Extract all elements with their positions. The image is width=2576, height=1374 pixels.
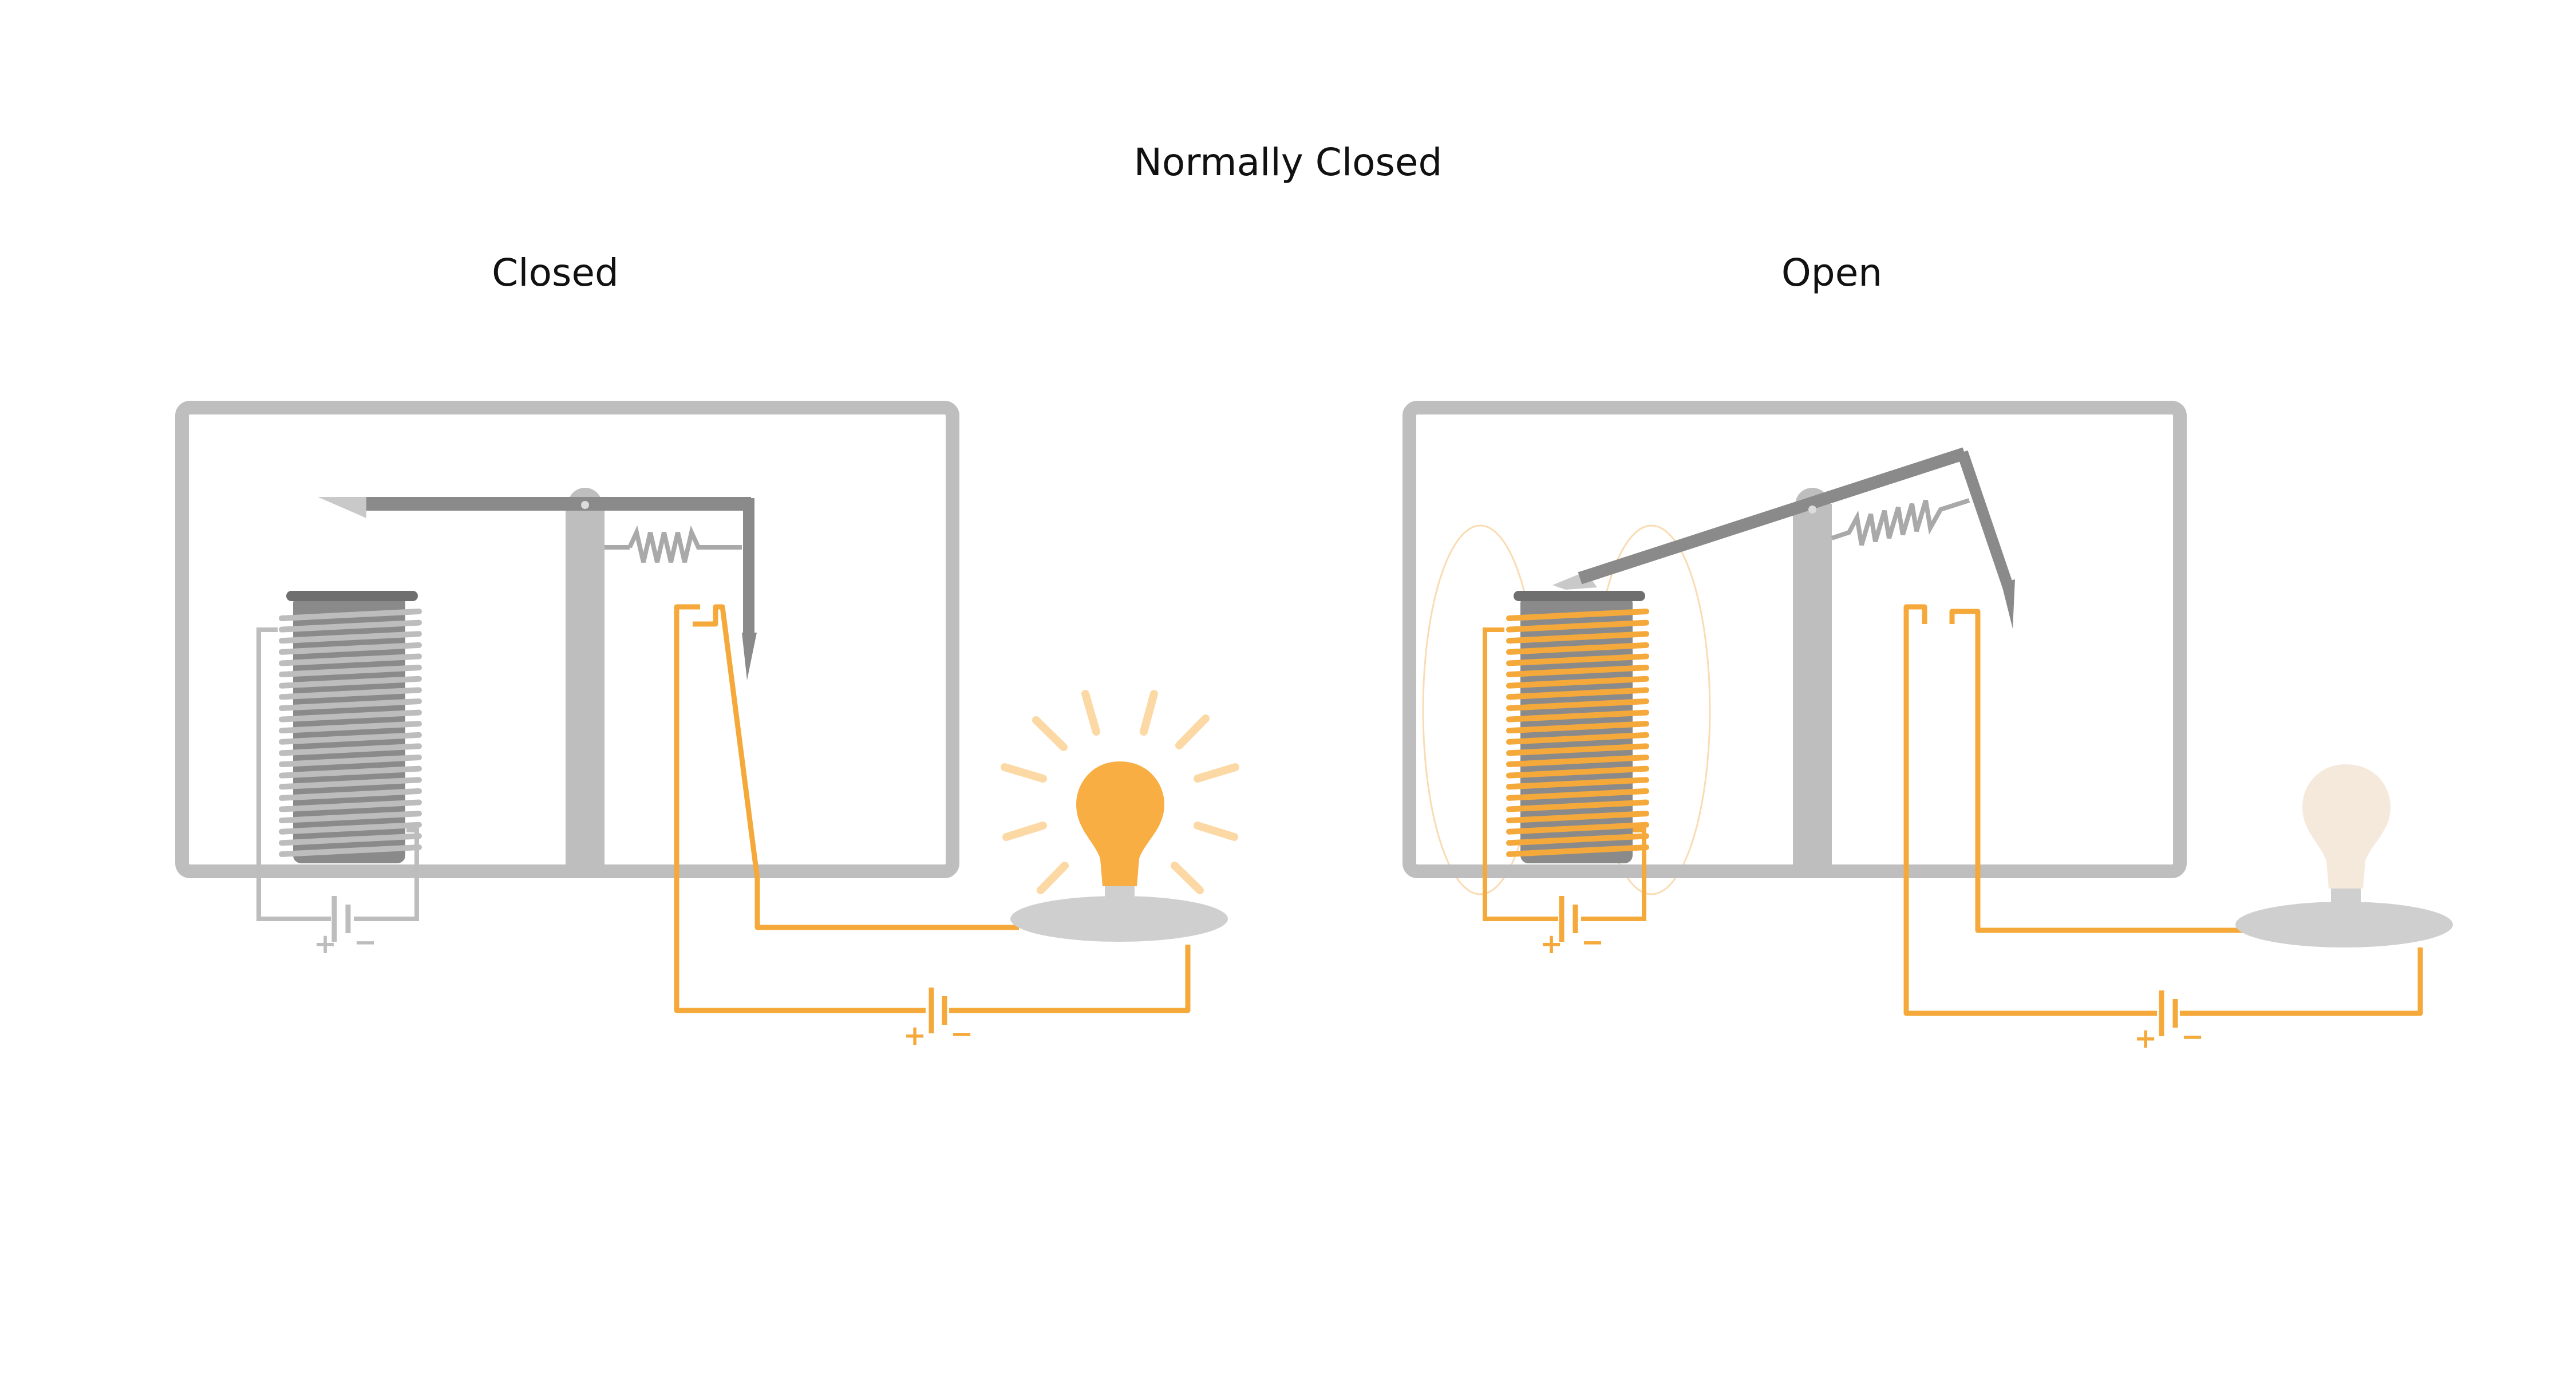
- pivot-post: [1793, 504, 1832, 870]
- armature-pivot-pin: [1808, 506, 1816, 514]
- lamp-battery: [929, 988, 947, 1033]
- lamp-socket: [1105, 885, 1135, 902]
- relay-frame: [1402, 401, 2187, 878]
- armature-arm: [1957, 450, 2014, 589]
- relay-open: + − + −: [1402, 401, 2453, 1055]
- coil-battery-plus: +: [314, 928, 337, 960]
- lamp-battery-minus: −: [950, 1018, 973, 1050]
- lamp-battery-plus: +: [2134, 1022, 2157, 1055]
- pivot-post: [566, 504, 605, 870]
- coil-battery-minus: −: [354, 926, 377, 958]
- relay-closed: + − + −: [175, 401, 1239, 1052]
- armature-lever: [1578, 447, 1967, 585]
- panel-title-open: Open: [1781, 251, 1883, 295]
- armature-pivot-pin: [581, 501, 589, 509]
- return-spring: [627, 525, 742, 563]
- lamp-circuit: [674, 604, 1191, 1013]
- coil-battery: [1559, 896, 1578, 942]
- coil-battery-minus: −: [1581, 926, 1604, 958]
- lamp-socket: [2331, 889, 2361, 905]
- lamp-glow-rays: [1001, 690, 1239, 894]
- lamp-base: [1010, 896, 1228, 942]
- lamp-circuit: [1903, 604, 2423, 1016]
- coil-circuit-wire-return: [354, 828, 419, 921]
- lamp-battery: [2159, 990, 2178, 1036]
- core-cap: [286, 591, 418, 601]
- diagram-title: Normally Closed: [1133, 140, 1443, 184]
- coil-circuit-wire: [1483, 627, 1558, 921]
- coil-windings: [279, 609, 422, 857]
- lamp-base: [2235, 902, 2453, 947]
- lamp-battery-plus: +: [903, 1020, 926, 1052]
- lamp-bulb-unlit: [2302, 764, 2391, 889]
- lamp-battery-minus: −: [2181, 1021, 2204, 1053]
- coil-battery-plus: +: [1540, 928, 1563, 960]
- lamp-bulb-lit: [1076, 761, 1164, 886]
- coil-windings: [1506, 609, 1649, 857]
- armature-tip: [318, 497, 366, 518]
- coil-circuit-wire: [256, 627, 331, 921]
- coil-circuit-wire-return: [1581, 828, 1646, 921]
- armature-contact: [742, 633, 757, 680]
- panel-title-closed: Closed: [492, 251, 619, 295]
- return-spring: [1831, 498, 1970, 546]
- armature-contact: [2001, 579, 2015, 629]
- core-cap: [1514, 591, 1645, 601]
- coil-battery: [331, 896, 351, 942]
- relay-frame: [175, 401, 959, 878]
